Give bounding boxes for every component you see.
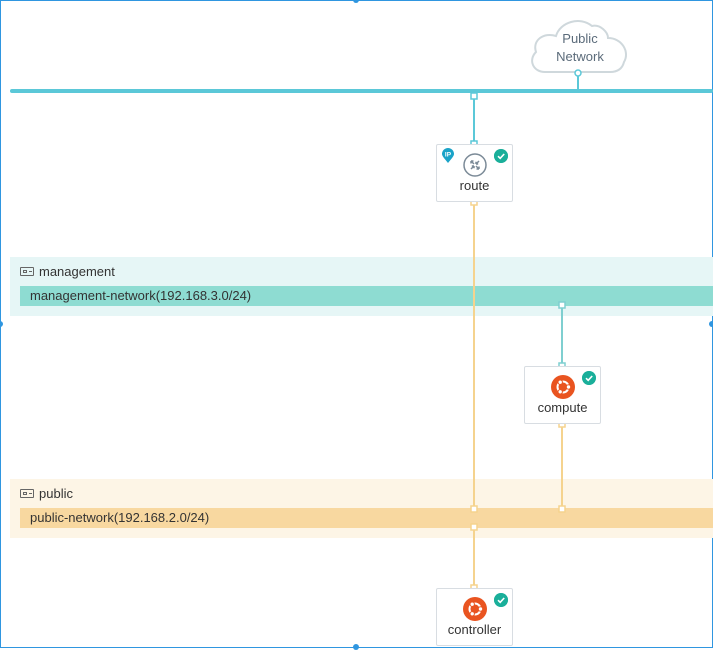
check-icon	[494, 149, 508, 163]
resize-handle-bottom[interactable]	[353, 644, 359, 650]
subnet-title: management	[20, 264, 115, 279]
node-label: controller	[447, 622, 502, 637]
cloud-port	[574, 69, 582, 77]
port	[558, 505, 566, 513]
ubuntu-icon	[551, 375, 575, 399]
subnet-title: public	[20, 486, 73, 501]
subnet-name: public	[39, 486, 73, 501]
port	[558, 301, 566, 309]
node-controller[interactable]: controller	[436, 588, 513, 646]
router-icon	[463, 153, 487, 177]
port	[470, 92, 478, 100]
ip-badge-text: IP	[445, 152, 452, 159]
resize-handle-right[interactable]	[709, 321, 713, 327]
subnet-icon	[20, 489, 34, 498]
check-icon	[494, 593, 508, 607]
port	[470, 505, 478, 513]
node-compute[interactable]: compute	[524, 366, 601, 424]
ip-badge-icon: IP	[442, 148, 454, 163]
subnet-icon	[20, 267, 34, 276]
check-icon	[582, 371, 596, 385]
port	[470, 523, 478, 531]
node-label: route	[459, 178, 490, 193]
ubuntu-icon	[463, 597, 487, 621]
resize-handle-top[interactable]	[353, 0, 359, 3]
network-bar-public[interactable]: public-network(192.168.2.0/24)	[20, 508, 713, 528]
network-bar-management[interactable]: management-network(192.168.3.0/24)	[20, 286, 713, 306]
cloud-label: Public Network	[545, 30, 615, 66]
cloud-label-line1: Public	[562, 31, 598, 46]
subnet-name: management	[39, 264, 115, 279]
resize-handle-left[interactable]	[0, 321, 3, 327]
cloud-label-line2: Network	[556, 49, 604, 64]
public-network-line[interactable]	[10, 89, 713, 93]
cloud-icon[interactable]	[531, 20, 627, 73]
subnet-public[interactable]: public public-network(192.168.2.0/24)	[10, 479, 713, 538]
node-route[interactable]: IP route	[436, 144, 513, 202]
subnet-management[interactable]: management management-network(192.168.3.…	[10, 257, 713, 316]
node-label: compute	[537, 400, 588, 415]
